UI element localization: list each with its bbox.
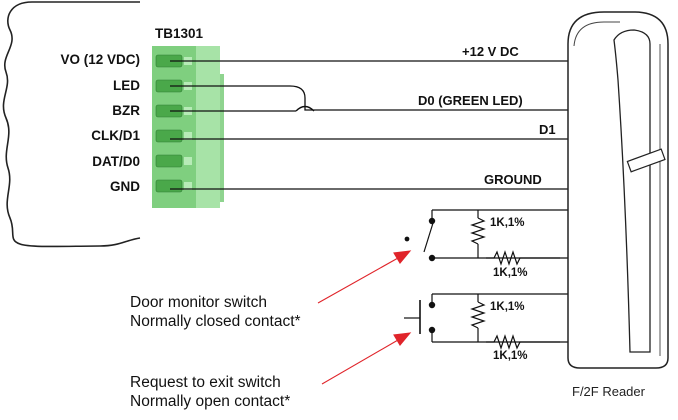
- panel-outline: [2, 1, 141, 248]
- wires: [170, 60, 570, 190]
- exit-switch-circuit: [404, 293, 570, 350]
- resistor-label: 1K,1%: [490, 301, 525, 313]
- wire-label-ground: GROUND: [484, 172, 542, 187]
- door-arrow-head: [393, 250, 412, 264]
- pin-label-clk-d1: CLK/D1: [91, 128, 140, 143]
- terminal-block-title: TB1301: [155, 26, 204, 41]
- wire-label-d1: D1: [539, 122, 556, 137]
- pin-label-bzr: BZR: [112, 103, 140, 118]
- door-monitor-circuit: [404, 209, 570, 266]
- exit-arrow-line: [321, 339, 399, 385]
- exit-arrow-head: [393, 332, 412, 346]
- door-switch-contact: Normally closed contact*: [130, 313, 301, 330]
- terminal-block: [152, 46, 224, 208]
- wire-led-to-d0: [170, 85, 570, 111]
- door-switch-title: Door monitor switch: [130, 294, 267, 311]
- pin-label-led: LED: [113, 78, 140, 93]
- pin-label-gnd: GND: [110, 179, 140, 194]
- wire-label-power: +12 V DC: [462, 44, 519, 59]
- arrows: [317, 250, 412, 385]
- exit-switch-title: Request to exit switch: [130, 374, 281, 391]
- exit-switch-contact: Normally open contact*: [130, 393, 291, 410]
- pin-label-vo: VO (12 VDC): [60, 52, 140, 67]
- wire-crossover: [295, 105, 315, 112]
- exit-switch-note: Request to exit switch Normally open con…: [130, 373, 290, 411]
- pin-label-dat-d0: DAT/D0: [92, 154, 140, 169]
- reader-caption: F/2F Reader: [572, 384, 645, 399]
- reader-device: [567, 11, 669, 369]
- reader-led-window: [626, 148, 666, 173]
- resistor-label: 1K,1%: [490, 217, 525, 229]
- door-arrow-line: [317, 257, 399, 304]
- wire-label-d0: D0 (GREEN LED): [418, 93, 523, 108]
- resistor-label: 1K,1%: [493, 267, 528, 279]
- door-switch-note: Door monitor switch Normally closed cont…: [130, 293, 301, 331]
- resistor-label: 1K,1%: [493, 350, 528, 362]
